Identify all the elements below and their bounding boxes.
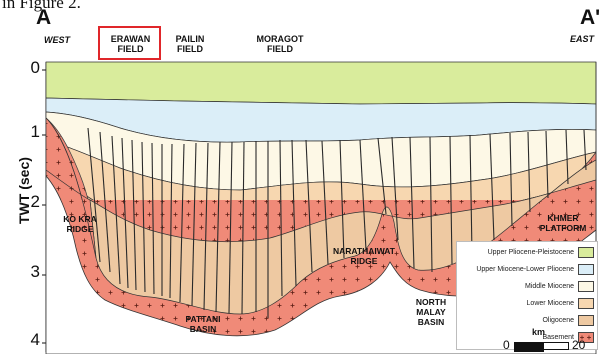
ko-kra-ridge-label: KO KRA RIDGE (55, 214, 105, 234)
scale-start: 0 (503, 338, 510, 352)
scale-bar-white (543, 342, 569, 350)
legend-item-lower-miocene: Lower Miocene (460, 295, 594, 312)
ko-kra-line2: RIDGE (55, 224, 105, 234)
layer-upper-pliocene-pleistocene (46, 62, 596, 104)
legend-label: Upper Miocene-Lower Pliocene (476, 266, 574, 273)
legend-swatch (578, 264, 594, 275)
north-malay-line3: BASIN (406, 317, 456, 327)
legend-swatch (578, 298, 594, 309)
narathaiwat-line1: NARATHAIWAT (332, 246, 396, 256)
narathaiwat-ridge-label: NARATHAIWAT RIDGE (332, 246, 396, 266)
legend-swatch (578, 281, 594, 292)
legend-item-middle-miocene: Middle Miocene (460, 278, 594, 295)
legend-label: Lower Miocene (527, 300, 574, 307)
scale-bar-black (514, 342, 544, 352)
legend-label: Middle Miocene (525, 283, 574, 290)
north-malay-line2: MALAY (406, 307, 456, 317)
legend-item-upper-miocene-lower-pliocene: Upper Miocene-Lower Pliocene (460, 261, 594, 278)
legend-label: Oligocene (542, 317, 574, 324)
khmer-line2: PLATFORM (538, 223, 588, 233)
khmer-platform-label: KHMER PLATFORM (538, 213, 588, 233)
pattani-line1: PATTANI (178, 314, 228, 324)
pattani-basin-label: PATTANI BASIN (178, 314, 228, 334)
legend: Upper Pliocene-Pleistocene Upper Miocene… (456, 241, 598, 350)
scale-unit: km (532, 327, 545, 337)
legend-label: Upper Pliocene-Pleistocene (488, 249, 574, 256)
legend-label: Basement (542, 334, 574, 341)
ko-kra-line1: KO KRA (55, 214, 105, 224)
pattani-line2: BASIN (178, 324, 228, 334)
north-malay-line1: NORTH (406, 297, 456, 307)
legend-swatch (578, 315, 594, 326)
north-malay-basin-label: NORTH MALAY BASIN (406, 297, 456, 327)
legend-item-oligocene: Oligocene (460, 312, 594, 329)
narathaiwat-line2: RIDGE (332, 256, 396, 266)
legend-swatch (578, 247, 594, 258)
khmer-line1: KHMER (538, 213, 588, 223)
scale-end: 20 (572, 338, 585, 352)
legend-item-upper-pliocene-pleistocene: Upper Pliocene-Pleistocene (460, 244, 594, 261)
